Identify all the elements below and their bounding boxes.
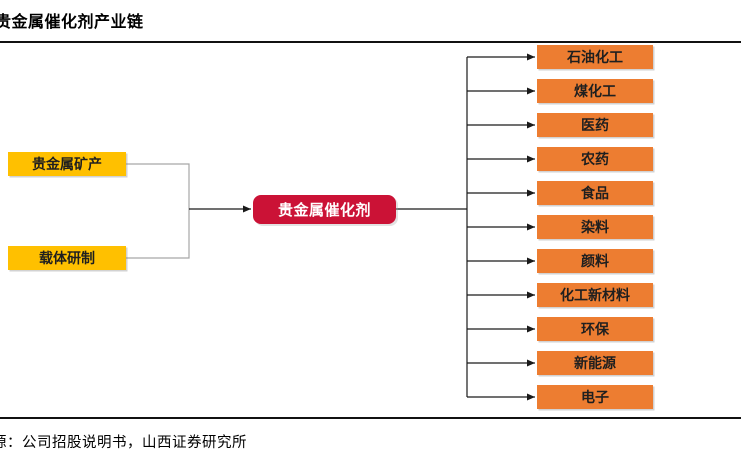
output-box-1: 石油化工 xyxy=(537,45,653,69)
output-box-2: 煤化工 xyxy=(537,79,653,103)
output-box-9: 环保 xyxy=(537,317,653,341)
output-box-label: 染料 xyxy=(581,219,609,235)
output-box-3: 医药 xyxy=(537,113,653,137)
output-box-label: 化工新材料 xyxy=(560,287,630,303)
center-box-precious-metal-catalyst: 贵金属催化剂 xyxy=(253,195,396,224)
bottom-divider xyxy=(0,417,741,419)
output-box-7: 颜料 xyxy=(537,249,653,273)
output-box-label: 煤化工 xyxy=(574,83,616,99)
output-box-10: 新能源 xyxy=(537,351,653,375)
output-box-11: 电子 xyxy=(537,385,653,409)
figure-title: 贵金属催化剂产业链 xyxy=(0,14,144,31)
branch-arrow-lines xyxy=(467,53,535,401)
output-box-5: 食品 xyxy=(537,181,653,205)
top-divider xyxy=(0,41,741,43)
center-box-label: 贵金属催化剂 xyxy=(277,202,371,219)
output-box-label: 环保 xyxy=(581,321,609,337)
input-box-carrier-development: 载体研制 xyxy=(8,246,126,270)
output-box-4: 农药 xyxy=(537,147,653,171)
output-box-label: 电子 xyxy=(581,389,609,405)
input-box-label: 贵金属矿产 xyxy=(32,156,102,172)
output-box-label: 新能源 xyxy=(574,355,616,371)
output-box-label: 颜料 xyxy=(581,253,609,269)
output-box-8: 化工新材料 xyxy=(537,283,653,307)
input-box-precious-metal-mining: 贵金属矿产 xyxy=(8,152,126,176)
input-bracket-line xyxy=(126,163,190,259)
output-box-6: 染料 xyxy=(537,215,653,239)
output-box-label: 石油化工 xyxy=(567,49,623,65)
output-box-label: 医药 xyxy=(581,117,609,133)
source-note: 源：公司招股说明书，山西证券研究所 xyxy=(0,435,247,451)
output-box-label: 农药 xyxy=(581,151,609,167)
input-box-label: 载体研制 xyxy=(39,250,95,266)
output-box-label: 食品 xyxy=(581,185,609,201)
